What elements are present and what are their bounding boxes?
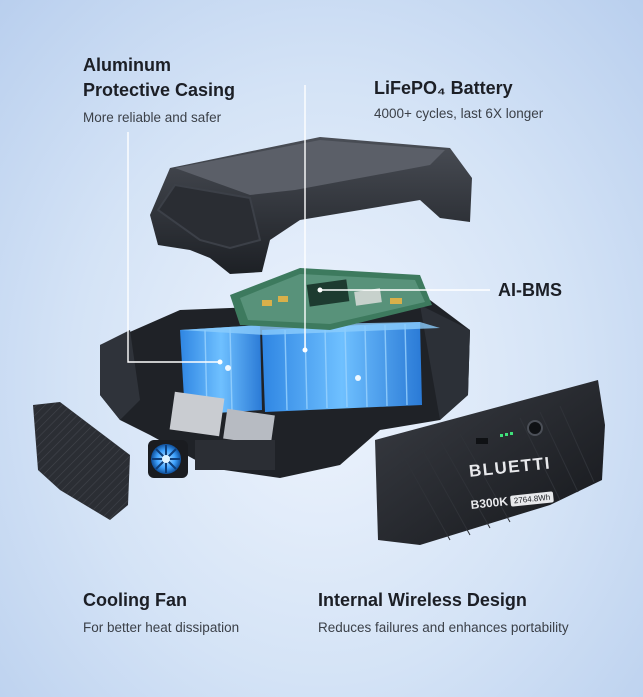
casing-title-line1: Aluminum <box>83 55 171 75</box>
fan-title: Cooling Fan <box>83 590 187 610</box>
feature-casing: Aluminum Protective Casing More reliable… <box>83 53 235 127</box>
bms-title: AI-BMS <box>498 280 562 300</box>
fan-subtitle: For better heat dissipation <box>83 620 240 635</box>
callout-lines <box>127 85 490 363</box>
battery-subtitle: 4000+ cycles, last 6X longer <box>374 106 544 121</box>
feature-battery: LiFePO₄ Battery 4000+ cycles, last 6X lo… <box>374 76 543 123</box>
feature-bms: AI-BMS <box>498 278 562 303</box>
casing-subtitle: More reliable and safer <box>83 110 222 125</box>
front-panel <box>375 380 605 545</box>
casing-title-line2: Protective Casing <box>83 80 236 100</box>
feature-wireless: Internal Wireless Design Reduces failure… <box>318 588 569 637</box>
cooling-fan <box>148 440 188 478</box>
feature-fan: Cooling Fan For better heat dissipation <box>83 588 239 637</box>
wireless-title: Internal Wireless Design <box>318 590 527 610</box>
wireless-subtitle: Reduces failures and enhances portabilit… <box>318 620 569 635</box>
left-end-panel <box>33 402 130 520</box>
capacity-tag: 2764.8Wh <box>510 490 554 507</box>
ai-bms-board <box>230 268 432 330</box>
battery-title: LiFePO₄ Battery <box>374 78 513 98</box>
internal-modules <box>169 391 275 470</box>
aluminum-casing-lid <box>150 137 472 274</box>
